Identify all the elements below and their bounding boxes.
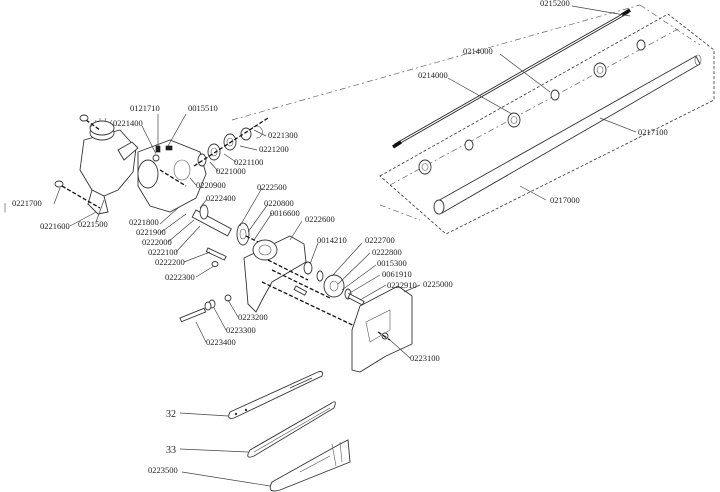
tensioner-parts: [179, 294, 232, 323]
label-33: 33: [166, 445, 176, 456]
label-0215200: 0215200: [540, 0, 570, 8]
label-0221100: 0221100: [234, 157, 263, 167]
saw-chain: [247, 401, 336, 458]
label-0222500: 0222500: [257, 182, 287, 192]
drive-shaft: [392, 8, 631, 149]
gear-housing: [137, 139, 207, 213]
adjust-pin: [205, 247, 227, 267]
assembly-axis-line: [231, 4, 641, 121]
label-0222100: 0222100: [148, 247, 178, 257]
tube-group-outline: [379, 13, 715, 235]
bushing: [418, 159, 432, 175]
label-0221400: 0221400: [113, 118, 143, 128]
tube-axis-return: [379, 204, 421, 221]
label-0015510: 0015510: [188, 103, 218, 113]
label-0217000: 0217000: [550, 195, 580, 205]
label-0221000: 0221000: [216, 166, 246, 176]
label-0222800: 0222800: [372, 247, 402, 257]
label-0225000: 0225000: [423, 279, 453, 289]
lower-screw: [54, 180, 101, 209]
shaft-tube-group: [231, 4, 715, 235]
label-0223400: 0223400: [206, 337, 236, 347]
label-0061910: 0061910: [382, 269, 412, 279]
label-0222700: 0222700: [365, 235, 395, 245]
label-0214000-upper: 0214000: [463, 46, 493, 56]
label-0222910: 0222910: [387, 280, 417, 290]
label-0221200: 0221200: [259, 144, 289, 154]
label-0221700: 0221700: [12, 198, 42, 208]
handle-clamp: [79, 114, 139, 215]
bar-cover: [269, 439, 351, 492]
bushing: [636, 39, 646, 51]
sprocket-washers: [293, 261, 365, 306]
bearing-stack-upper: [193, 117, 269, 167]
sprocket-frame: [243, 235, 385, 341]
label-0223100: 0223100: [410, 353, 440, 363]
bushing: [507, 112, 521, 128]
label-0014210: 0014210: [317, 235, 347, 245]
label-0222200: 0222200: [155, 257, 185, 267]
guide-bar: [228, 371, 323, 419]
label-0222300: 0222300: [165, 272, 195, 282]
bearing-axis-line: [389, 27, 681, 186]
grease-nipple: [152, 154, 160, 162]
label-0121710: 0121710: [130, 103, 160, 113]
clamp-screw-head: [79, 114, 89, 122]
pinion-shaft: [191, 204, 271, 249]
label-0220900: 0220900: [196, 180, 226, 190]
bushing: [464, 139, 474, 151]
assembly-axis-return: [639, 4, 701, 46]
bushing: [593, 62, 607, 78]
label-0222600: 0222600: [305, 214, 335, 224]
label-0220800: 0220800: [264, 198, 294, 208]
bushing: [550, 89, 560, 101]
label-0015300: 0015300: [377, 258, 407, 268]
label-0221500: 0221500: [78, 219, 108, 229]
label-0217100: 0217100: [638, 127, 668, 137]
edge-marker: |: [4, 202, 6, 213]
screw-0015510: [165, 145, 173, 151]
label-0221800: 0221800: [129, 217, 159, 227]
label-0222000: 0222000: [142, 237, 172, 247]
label-0214000-lower: 0214000: [418, 70, 448, 80]
label-0221300: 0221300: [268, 130, 298, 140]
sprocket-cover: [351, 285, 413, 373]
label-0016600: 0016600: [270, 208, 300, 218]
label-0222400: 0222400: [206, 193, 236, 203]
label-0223200: 0223200: [238, 312, 268, 322]
label-0223300: 0223300: [226, 325, 256, 335]
leader-lines: [53, 5, 637, 487]
label-0221900: 0221900: [136, 227, 166, 237]
screw-0121710: [155, 145, 161, 153]
outer-tube: [433, 54, 702, 215]
label-0221600: 0221600: [40, 221, 70, 231]
label-0223500: 0223500: [148, 465, 178, 475]
label-32: 32: [166, 409, 176, 420]
